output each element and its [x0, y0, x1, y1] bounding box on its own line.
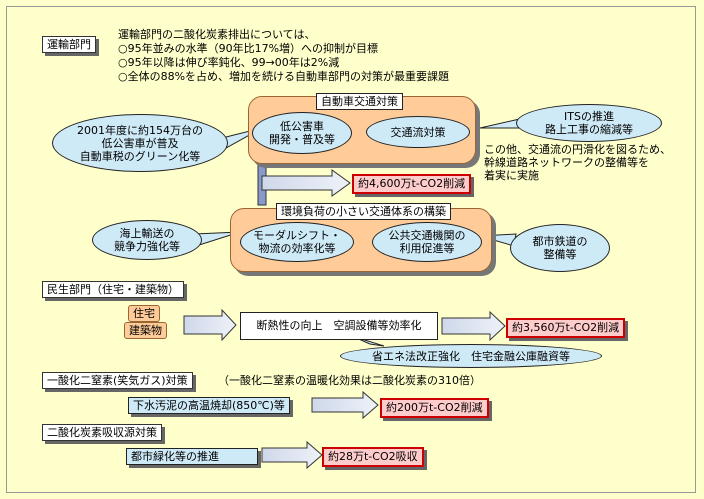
result-transport-auto: 約4,600万t-CO2削減	[352, 174, 472, 194]
modal-shift-ellipse: モーダルシフト・ 物流の効率化等	[240, 222, 354, 262]
figure-frame	[6, 6, 696, 493]
public-transport-ellipse: 公共交通機関の 利用促進等	[372, 222, 482, 262]
rail-note-callout: 都市鉄道の 整備等	[510, 224, 610, 272]
intro-line: ○95年以降は伸び率鈍化、99→00年は2%減	[118, 56, 340, 69]
result-civil: 約3,560万t-CO2削減	[506, 318, 626, 338]
result-n2o: 約200万t-CO2削減	[380, 398, 489, 418]
arrow-to-result1	[261, 169, 351, 197]
intro-line: ○全体の88%を占め、増加を続ける自動車部門の対策が最重要課題	[118, 70, 450, 83]
arrow-sink	[261, 440, 323, 470]
n2o-measure-box: 下水汚泥の高温焼却(850℃)等	[128, 397, 290, 414]
arrow-civil-in	[183, 308, 237, 342]
civil-note-callout: 省エネ法改正強化 住宅金融公庫融資等	[340, 344, 602, 368]
intro-line: ○95年並みの水準（90年比17%増）への抑制が目標	[118, 42, 379, 55]
arrow-civil-out	[441, 310, 506, 342]
right-note: この他、交通流の円滑化を図るため、 幹線道路ネットワークの整備等を 着実に実施	[484, 143, 671, 182]
civil-measure-box: 断熱性の向上 空調設備等効率化	[240, 312, 438, 340]
n2o-header: 一酸化二窒素(笑気ガス)対策	[42, 372, 193, 389]
sink-measure-box: 都市緑化等の推進	[126, 448, 258, 465]
sink-header: 二酸化炭素吸収源対策	[42, 424, 162, 441]
result-sink: 約28万t-CO2吸収	[322, 447, 424, 467]
traffic-flow-ellipse: 交通流対策	[366, 116, 470, 148]
its-note-callout: ITSの推進 路上工事の縮減等	[516, 104, 662, 142]
sea-note-callout: 海上輸送の 競争力強化等	[92, 220, 202, 260]
auto-traffic-title: 自動車交通対策	[316, 93, 403, 110]
transport-header: 運輸部門	[42, 36, 96, 53]
building-box: 建築物	[124, 322, 167, 339]
transport-intro: 運輸部門の二酸化炭素排出については、 ○95年並みの水準（90年比17%増）への…	[118, 28, 449, 84]
arrow-n2o	[311, 390, 379, 420]
n2o-note: （一酸化二窒素の温暖化効果は二酸化炭素の310倍）	[218, 374, 481, 387]
civil-header: 民生部門（住宅・建築物）	[42, 281, 184, 298]
intro-line: 運輸部門の二酸化炭素排出については、	[118, 28, 316, 41]
left-note-callout: 2001年度に約154万台の 低公害車が普及 自動車税のグリーン化等	[52, 114, 228, 172]
transport-system-title: 環境負荷の小さい交通体系の構築	[276, 203, 451, 220]
low-emission-ellipse: 低公害車 開発・普及等	[252, 112, 352, 154]
housing-box: 住宅	[128, 305, 160, 322]
